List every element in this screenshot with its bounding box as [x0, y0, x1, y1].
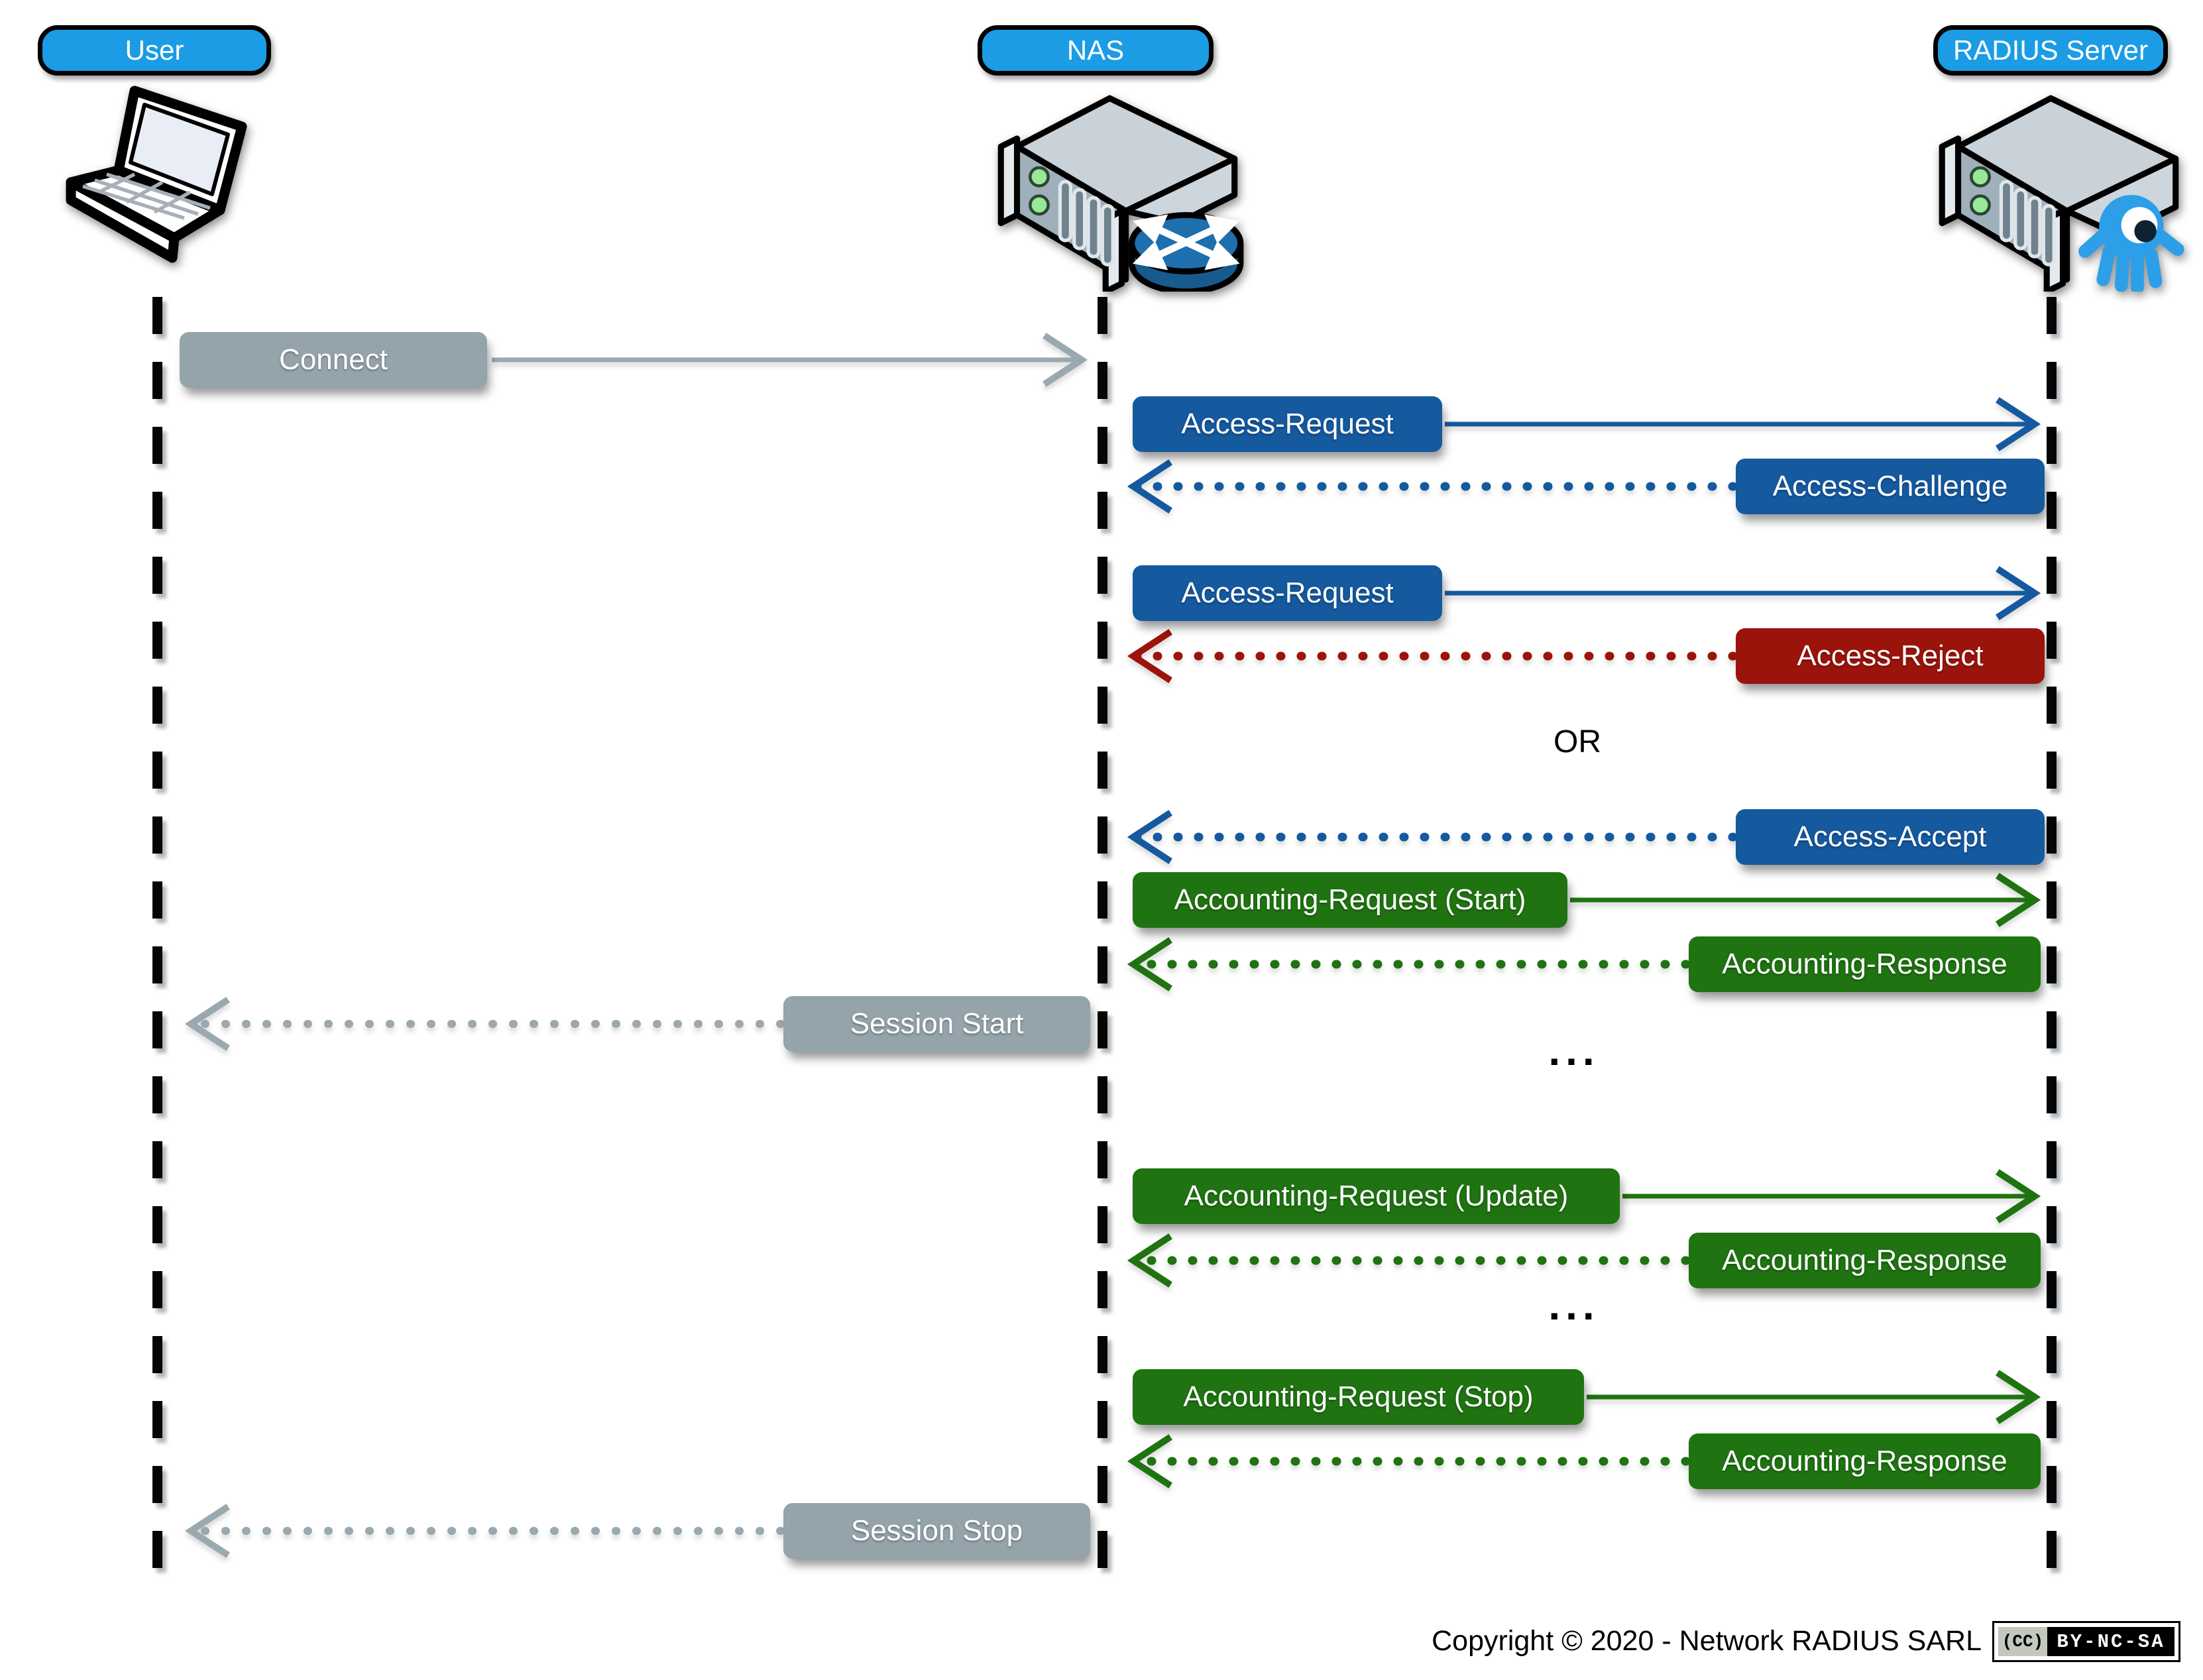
message-access-request-1: Access-Request	[1133, 396, 1442, 452]
lifeline-radius	[2047, 297, 2057, 1571]
ellipsis-2: ...	[1548, 1281, 1600, 1329]
message-connect: Connect	[180, 332, 487, 388]
ellipsis-1: ...	[1548, 1027, 1600, 1074]
message-accounting-stop: Accounting-Request (Stop)	[1133, 1369, 1584, 1425]
laptop-icon	[66, 85, 247, 263]
lifeline-nas	[1098, 297, 1107, 1571]
message-session-start: Session Start	[783, 996, 1090, 1052]
led-lights	[1970, 166, 1991, 216]
cc-license-text: BY-NC-SA	[2047, 1627, 2175, 1656]
octopus-mascot	[2078, 195, 2184, 292]
message-access-challenge: Access-Challenge	[1736, 459, 2045, 514]
router-disc	[1129, 211, 1244, 292]
message-accounting-response-2: Accounting-Response	[1689, 1233, 2041, 1288]
message-accounting-update: Accounting-Request (Update)	[1133, 1168, 1620, 1224]
copyright-text: Copyright © 2020 - Network RADIUS SARL	[1432, 1625, 1982, 1657]
cc-license-badge: (CC) BY-NC-SA	[1992, 1621, 2180, 1662]
radius-server-octopus-icon	[1939, 95, 2184, 292]
message-access-reject: Access-Reject	[1736, 628, 2045, 684]
lifeline-user	[152, 297, 162, 1571]
message-session-stop: Session Stop	[783, 1503, 1090, 1559]
message-access-request-2: Access-Request	[1133, 565, 1442, 621]
message-accounting-response-3: Accounting-Response	[1689, 1433, 2041, 1489]
led-lights	[1029, 166, 1050, 216]
actor-label-nas: NAS	[978, 25, 1214, 76]
message-access-accept: Access-Accept	[1736, 809, 2045, 865]
message-accounting-start: Accounting-Request (Start)	[1133, 872, 1567, 928]
actor-label-user: User	[38, 25, 271, 76]
nas-router-icon	[997, 95, 1244, 292]
cc-logo-icon: (CC)	[1998, 1627, 2047, 1656]
message-accounting-response-1: Accounting-Response	[1689, 936, 2041, 992]
actor-label-radius: RADIUS Server	[1933, 25, 2168, 76]
or-label: OR	[1553, 724, 1601, 759]
